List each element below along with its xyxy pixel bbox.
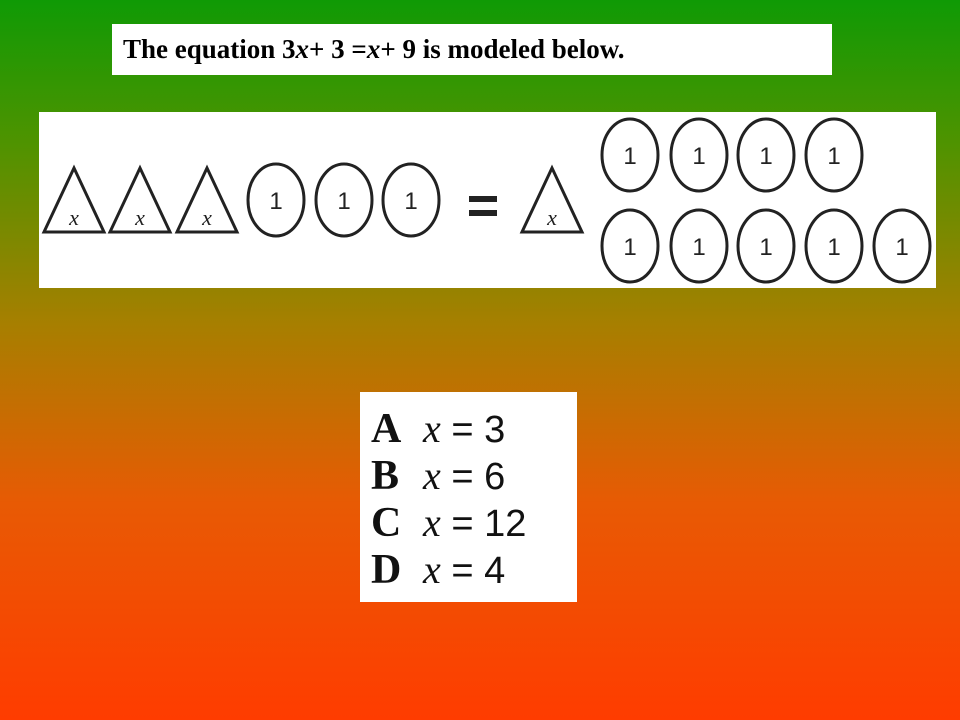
right-circle-bottom-label-2: 1 xyxy=(692,234,705,261)
right-circle-bottom-3 xyxy=(736,208,796,284)
left-circle-label-3: 1 xyxy=(404,188,417,215)
right-circle-bottom-label-3: 1 xyxy=(759,234,772,261)
option-c[interactable]: C x = 12 xyxy=(371,499,577,546)
option-c-expression: x = 12 xyxy=(423,499,526,548)
equation-model-drawing: x x x x 1 1 1 1 1 1 1 1 1 1 1 1 = xyxy=(41,117,932,284)
left-triangle-label-1: x xyxy=(68,205,79,230)
option-d-letter: D xyxy=(371,547,402,593)
equals-sign-text: = xyxy=(483,221,484,223)
left-circle-label-1: 1 xyxy=(269,188,282,215)
right-circle-top-1 xyxy=(600,117,660,193)
right-circle-top-3 xyxy=(736,117,796,193)
option-d[interactable]: D x = 4 xyxy=(371,546,577,593)
title-var-1: x xyxy=(295,34,310,64)
right-circle-bottom-5 xyxy=(872,208,932,284)
right-circle-top-2 xyxy=(669,117,729,193)
option-b[interactable]: B x = 6 xyxy=(371,452,577,499)
right-circle-top-label-1: 1 xyxy=(623,143,636,170)
left-triangle-2 xyxy=(107,164,173,234)
option-a-letter: A xyxy=(371,406,402,452)
title-suffix: + 9 is modeled below. xyxy=(380,34,625,64)
option-d-expression: x = 4 xyxy=(423,546,505,595)
title-middle: + 3 = xyxy=(309,34,367,64)
right-circle-bottom-label-5: 1 xyxy=(895,234,908,261)
right-circle-bottom-4 xyxy=(804,208,864,284)
left-triangle-label-2: x xyxy=(134,205,145,230)
right-circle-top-label-3: 1 xyxy=(759,143,772,170)
option-d-var: x xyxy=(423,547,441,592)
right-triangle-1 xyxy=(519,164,585,234)
right-circle-bottom-label-4: 1 xyxy=(827,234,840,261)
right-circle-top-label-4: 1 xyxy=(827,143,840,170)
right-circle-top-label-2: 1 xyxy=(692,143,705,170)
option-b-expression: x = 6 xyxy=(423,452,505,501)
left-triangle-3 xyxy=(174,164,240,234)
title-prefix: The equation 3 xyxy=(123,34,296,64)
title-var-2: x xyxy=(366,34,381,64)
right-circle-bottom-label-1: 1 xyxy=(623,234,636,261)
option-c-var: x xyxy=(423,500,441,545)
left-circle-3 xyxy=(381,162,441,238)
option-c-rest: = 12 xyxy=(440,503,527,545)
answer-choices: A x = 3 B x = 6 C x = 12 D x = 4 xyxy=(360,392,577,602)
option-c-letter: C xyxy=(371,500,402,546)
option-a-var: x xyxy=(423,406,441,451)
equals-sign xyxy=(469,196,497,216)
option-b-var: x xyxy=(423,453,441,498)
option-b-rest: = 6 xyxy=(440,456,506,498)
option-d-rest: = 4 xyxy=(440,550,506,592)
left-triangle-label-3: x xyxy=(201,205,212,230)
left-circle-label-2: 1 xyxy=(337,188,350,215)
option-a-expression: x = 3 xyxy=(423,405,505,454)
right-triangle-label-1: x xyxy=(546,205,557,230)
right-circle-bottom-2 xyxy=(669,208,729,284)
option-b-letter: B xyxy=(371,453,400,499)
option-a-rest: = 3 xyxy=(440,409,506,451)
left-circle-2 xyxy=(314,162,374,238)
left-circle-1 xyxy=(246,162,306,238)
right-circle-bottom-1 xyxy=(600,208,660,284)
equation-model: x x x x 1 1 1 1 1 1 1 1 1 1 1 1 = xyxy=(39,112,936,288)
option-a[interactable]: A x = 3 xyxy=(371,405,577,452)
left-triangle-1 xyxy=(41,164,107,234)
right-circle-top-4 xyxy=(804,117,864,193)
